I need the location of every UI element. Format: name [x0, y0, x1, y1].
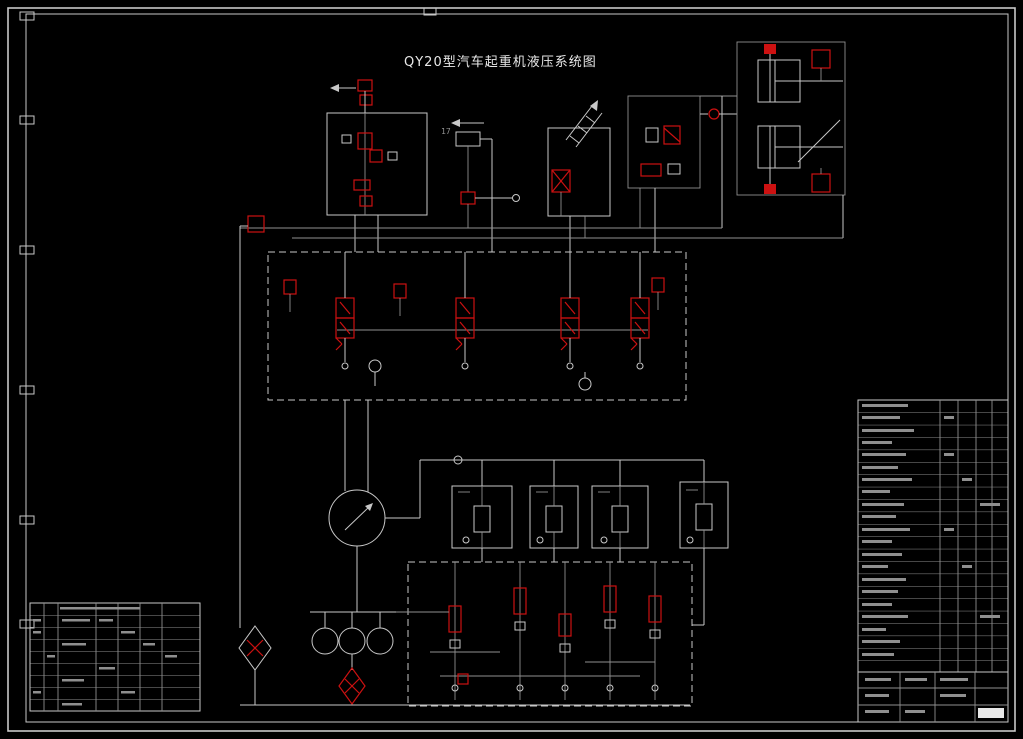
- valve-group-top-right: [627, 95, 737, 252]
- lower-circuit-1: [448, 562, 462, 700]
- tilt-cylinder-symbol: [565, 100, 603, 148]
- valve-group-top-left: [326, 79, 428, 252]
- main-pump: [328, 400, 421, 612]
- pilot-relief-valve: [283, 279, 297, 295]
- lower-circuit-3: [558, 562, 572, 700]
- pilot-check-valve: [700, 108, 737, 120]
- pressure-gauge-1: [368, 359, 382, 386]
- parts-list-table: [29, 602, 201, 712]
- pressure-gauge-2: [578, 372, 592, 391]
- drain-valve: [457, 673, 469, 685]
- suction-filter: [338, 666, 366, 706]
- pilot-relief-valve: [393, 283, 407, 299]
- return-filter: [238, 625, 272, 671]
- directional-valve-4: [630, 252, 650, 370]
- cylinder-1: [757, 44, 843, 103]
- hydraulic-cylinders: [736, 41, 846, 238]
- main-control-valve-block: [267, 251, 687, 401]
- valve-group-top-mid-right: [547, 100, 611, 252]
- pilot-relief-valve: [651, 277, 665, 293]
- valve-group-top-center: 17: [441, 119, 520, 252]
- return-line-and-filter: [238, 215, 272, 705]
- lower-circuit-2: [513, 562, 527, 700]
- lower-circuit-5: [648, 562, 662, 700]
- interconnect-lines: [240, 227, 843, 239]
- title-block: [857, 671, 1009, 723]
- cylinder-2: [757, 119, 843, 194]
- balance-valve-group-2: [529, 485, 579, 549]
- balance-valve-group-4: [679, 481, 729, 549]
- drawing-border: [7, 7, 1016, 732]
- balance-valve-group-1: [451, 485, 513, 549]
- spec-table: [857, 399, 1009, 673]
- directional-valve-1: [335, 252, 355, 370]
- directional-valve-3: [560, 252, 580, 370]
- drawing-title: QY20型汽车起重机液压系统图: [404, 54, 597, 70]
- lower-valve-block: [407, 561, 693, 707]
- stamp-block: [978, 708, 1004, 718]
- pilot-supply-bus: [420, 455, 705, 486]
- lower-circuit-4: [603, 562, 617, 700]
- item-number-label: 17: [441, 127, 451, 136]
- balance-valve-group-3: [591, 485, 649, 549]
- gear-pump-group: [310, 611, 430, 706]
- directional-valve-2: [455, 252, 475, 370]
- balance-valve-groups: [451, 481, 729, 626]
